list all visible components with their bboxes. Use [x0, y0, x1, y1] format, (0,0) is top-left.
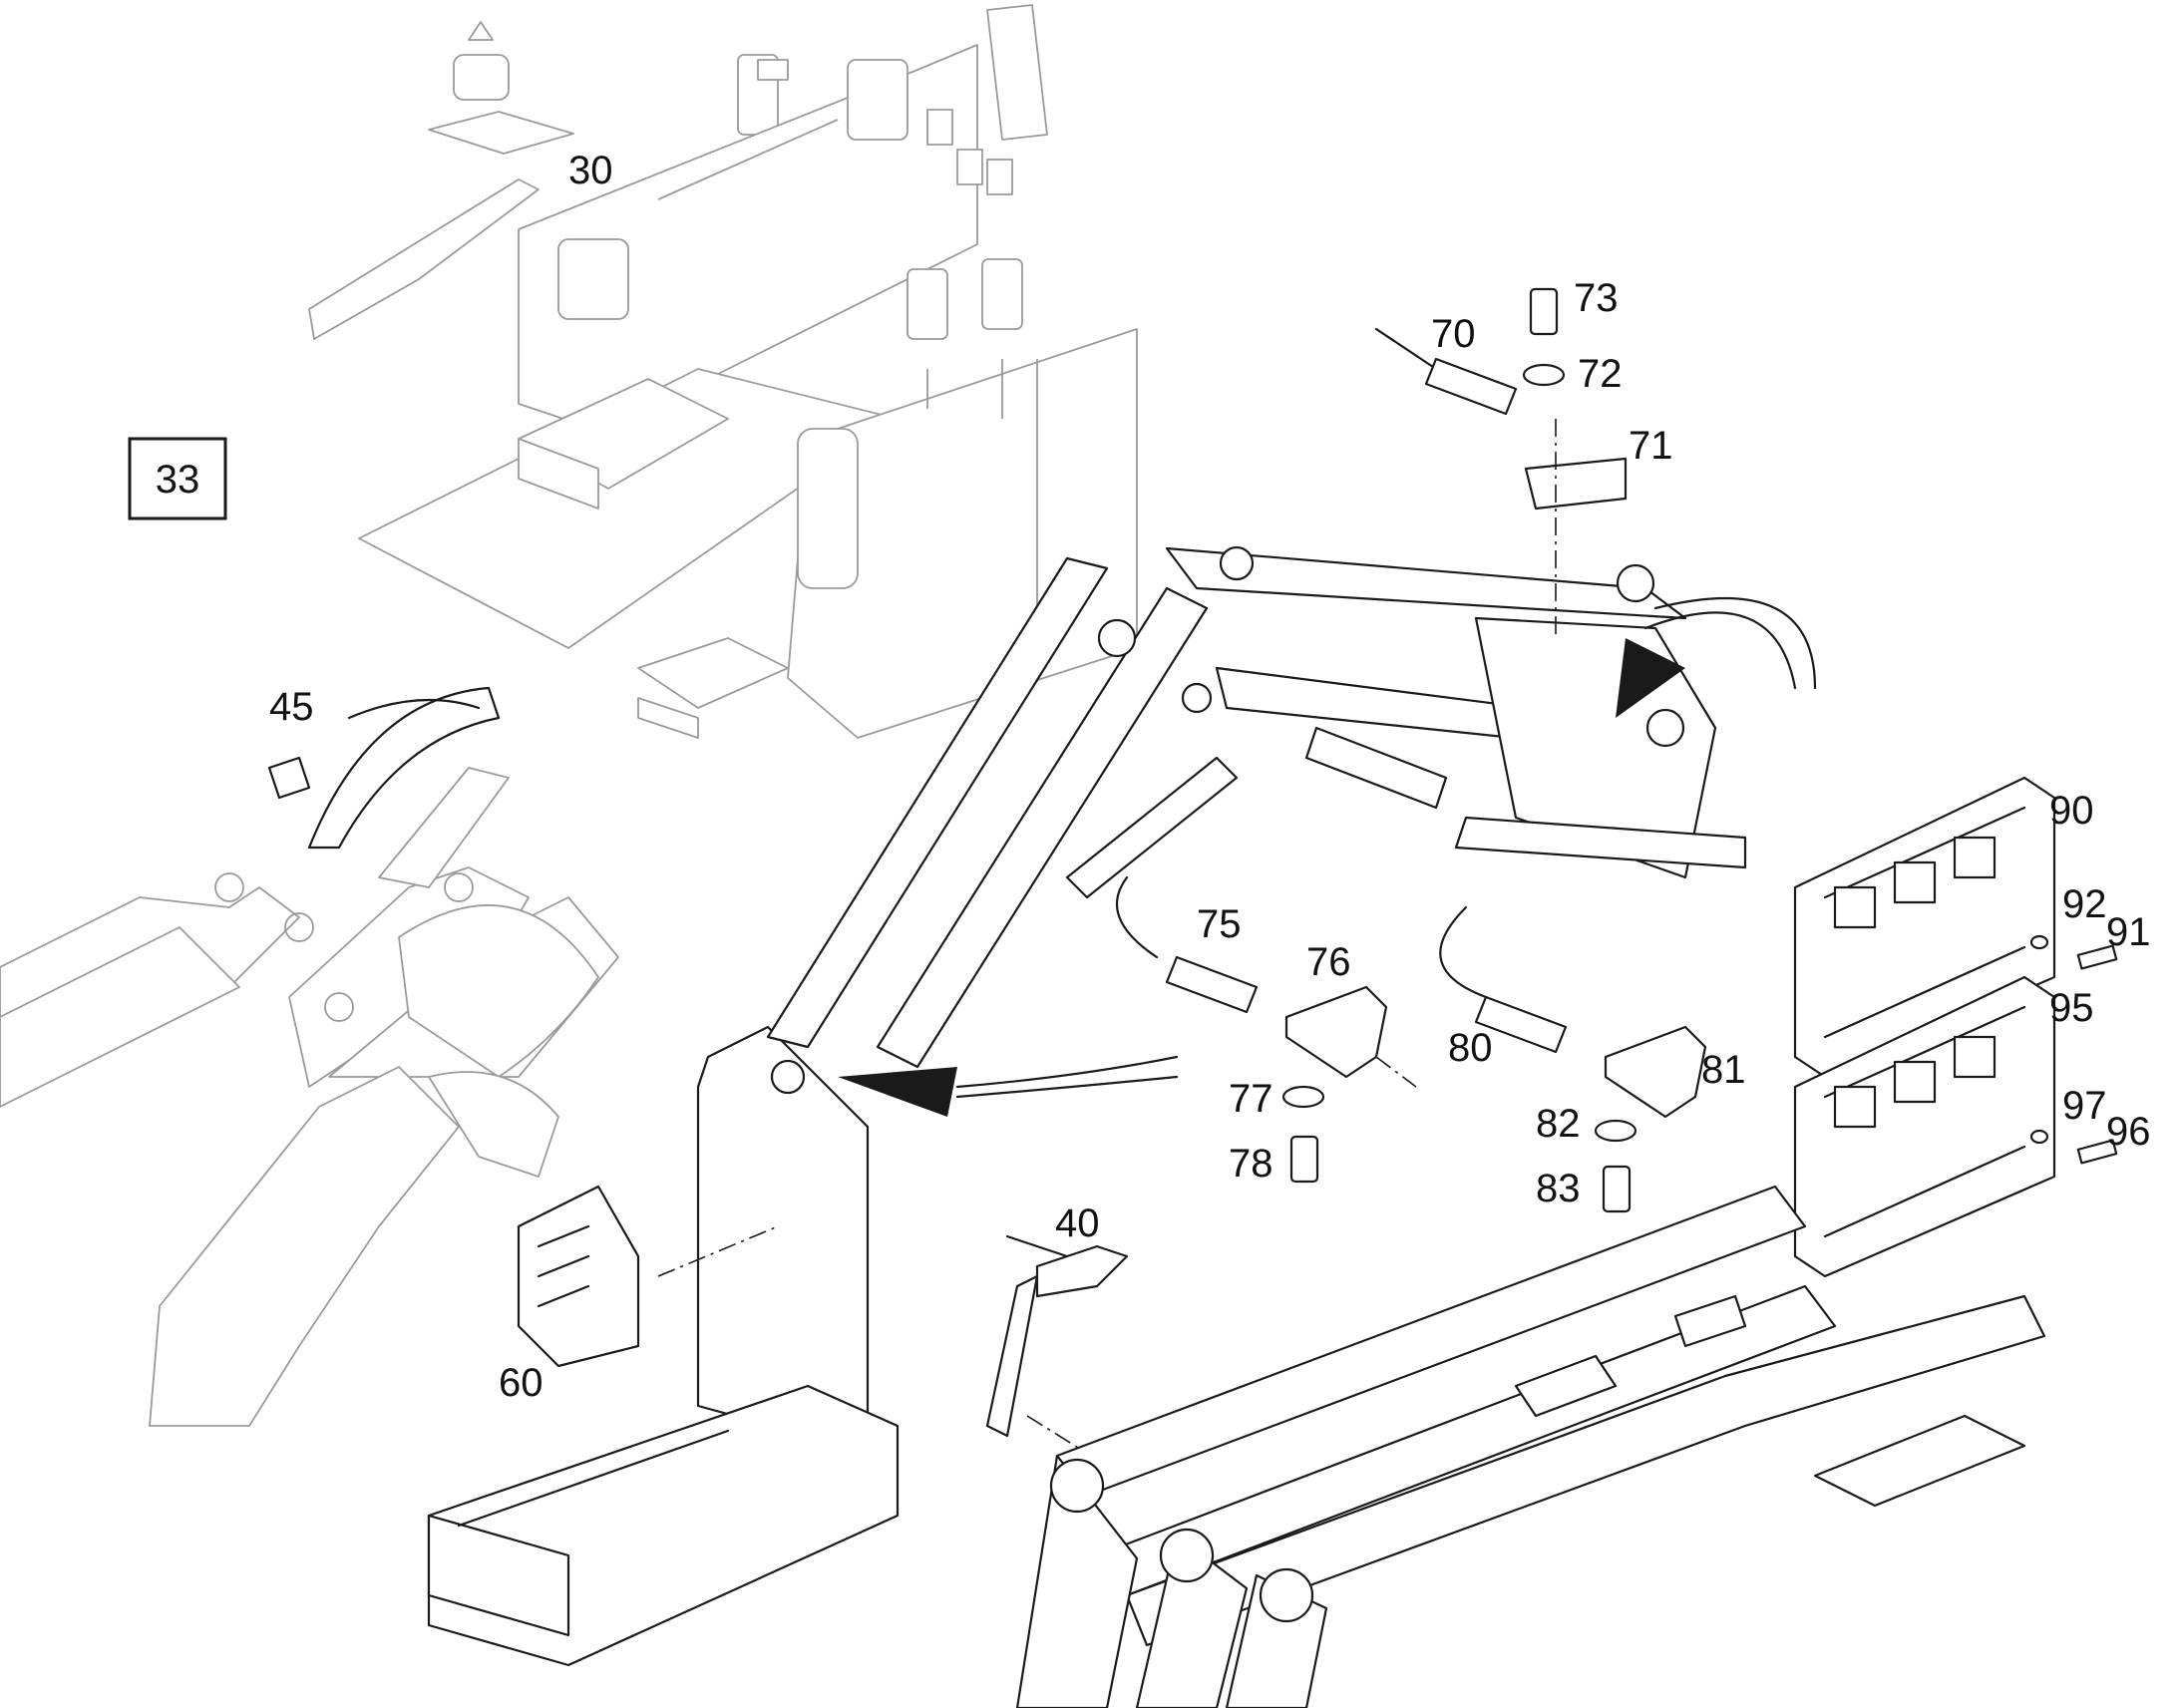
callout-91: 91	[2106, 910, 2151, 954]
callout-97: 97	[2062, 1084, 2107, 1128]
callout-80: 80	[1448, 1026, 1493, 1070]
callout-82: 82	[1536, 1102, 1581, 1146]
sensor-group-70	[1374, 287, 1628, 638]
callout-90: 90	[2049, 789, 2094, 833]
callout-83: 83	[1536, 1167, 1581, 1210]
callout-95: 95	[2049, 986, 2094, 1030]
chassis-frame	[1015, 1185, 2046, 1708]
callout-73: 73	[1574, 276, 1619, 320]
reference-box: 33	[128, 437, 227, 520]
fuse-box-60	[517, 1185, 779, 1368]
curved-arrow-left	[838, 1055, 1179, 1117]
callout-77: 77	[1229, 1077, 1273, 1121]
lever-40	[985, 1234, 1129, 1467]
callout-labels: 30 40 45 60 70 71 72 73 75 76 77 78 80 8…	[269, 149, 2151, 1405]
controller-95	[1793, 975, 2118, 1278]
callout-92: 92	[2062, 882, 2107, 926]
callout-70: 70	[1431, 312, 1476, 356]
sensor-group-80	[1439, 905, 1707, 1213]
callout-40: 40	[1055, 1201, 1100, 1245]
callout-75: 75	[1197, 902, 1242, 946]
sensor-group-75	[1115, 875, 1417, 1184]
bucket-arm-ghost	[0, 767, 619, 1427]
callout-76: 76	[1306, 940, 1351, 984]
callout-71: 71	[1629, 424, 1673, 468]
loader-arm	[427, 545, 1747, 1667]
callout-96: 96	[2106, 1110, 2151, 1154]
reference-label: 33	[156, 458, 200, 502]
callout-81: 81	[1701, 1048, 1746, 1092]
callout-60: 60	[499, 1361, 544, 1405]
sector-gear-45	[267, 686, 501, 850]
callout-78: 78	[1229, 1142, 1273, 1186]
curved-arrow-right	[1616, 596, 1817, 718]
callout-45: 45	[269, 685, 314, 729]
callout-30: 30	[568, 149, 613, 192]
operator-console-ghost	[308, 4, 1138, 739]
callout-72: 72	[1578, 352, 1623, 396]
